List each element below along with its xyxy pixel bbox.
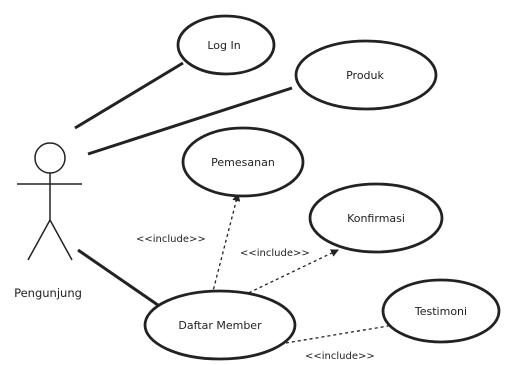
- use-case-pemesanan: Pemesanan: [181, 126, 305, 198]
- use-case-produk-label: Produk: [346, 69, 384, 82]
- include-arrow-konfirmasi: [237, 249, 339, 299]
- actor-head: [34, 142, 66, 174]
- use-case-testimoni-label: Testimoni: [414, 305, 467, 318]
- association-daftar-member: [77, 248, 169, 314]
- include-label-testimoni: <<include>>: [305, 351, 375, 362]
- use-case-daftar-member-label: Daftar Member: [178, 319, 262, 332]
- actor-pengunjung: Pengunjung: [14, 142, 82, 300]
- association-produk: [87, 86, 293, 156]
- use-case-testimoni: Testimoni: [381, 278, 501, 344]
- actor-label: Pengunjung: [14, 286, 82, 300]
- include-arrow-testimoni: [279, 321, 401, 345]
- use-case-konfirmasi: Konfirmasi: [308, 182, 444, 254]
- actor-right-leg: [49, 219, 73, 261]
- include-label-pemesanan: <<include>>: [136, 234, 206, 245]
- include-arrow-pemesanan: [211, 193, 241, 296]
- use-case-pemesanan-label: Pemesanan: [211, 156, 275, 169]
- use-case-daftar-member: Daftar Member: [143, 289, 297, 361]
- use-case-produk: Produk: [294, 39, 438, 111]
- use-case-login-label: Log In: [207, 39, 240, 52]
- use-case-konfirmasi-label: Konfirmasi: [347, 212, 405, 225]
- use-case-login: Log In: [176, 14, 276, 76]
- association-login: [74, 61, 184, 130]
- include-label-konfirmasi: <<include>>: [240, 248, 310, 259]
- actor-left-leg: [27, 219, 51, 261]
